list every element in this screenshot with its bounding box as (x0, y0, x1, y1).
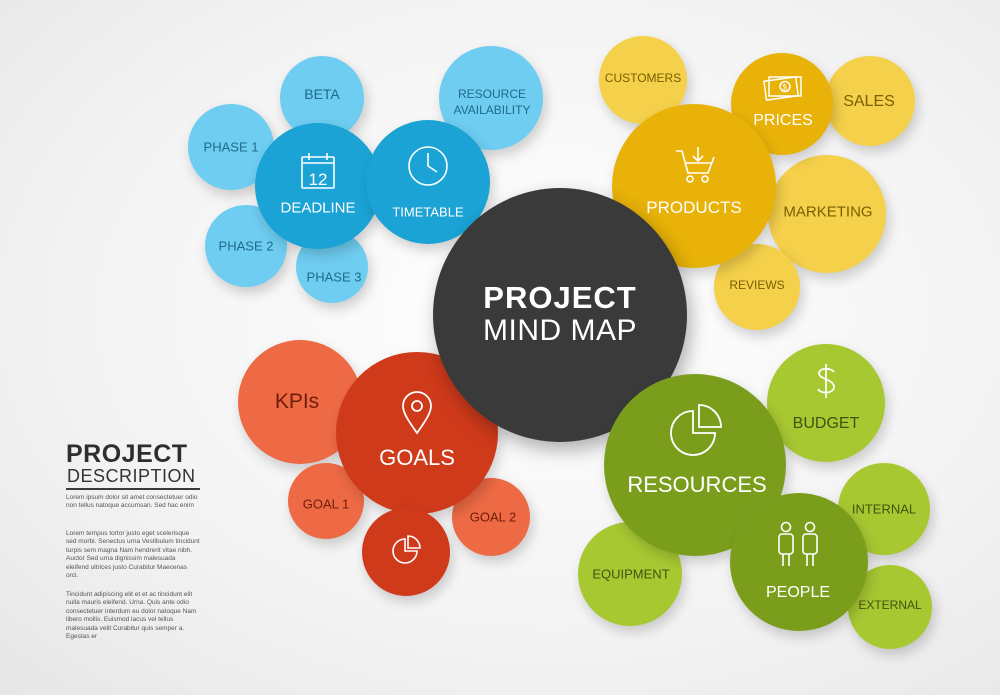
cart-icon (674, 145, 718, 185)
bubble-people (730, 493, 868, 631)
description-paragraph-2: Lorem tempus tortor justo eget scelerisq… (66, 530, 200, 580)
description-divider (66, 488, 200, 490)
calendar-icon (300, 152, 336, 190)
bubble-goals-chart (362, 508, 450, 596)
label-reviews: REVIEWS (729, 278, 785, 292)
label-prices: PRICES (753, 112, 813, 129)
clock-icon (407, 145, 449, 187)
label-phase-3: PHASE 3 (306, 269, 362, 285)
label-budget: BUDGET (792, 415, 860, 432)
label-deadline: DEADLINE (280, 199, 356, 217)
label-timetable: TIMETABLE (392, 204, 464, 220)
label-marketing: MARKETING (783, 203, 873, 221)
label-products: PRODUCTS (646, 198, 742, 217)
deadline-day-label: 12 (308, 170, 328, 189)
people-icon (774, 521, 822, 567)
bubble-sales (825, 56, 915, 146)
svg-text:$: $ (783, 83, 788, 92)
label-resources: RESOURCES (627, 472, 767, 497)
label-equipment: EQUIPMENT (592, 566, 670, 582)
description-subtitle: DESCRIPTION (67, 466, 196, 486)
label-resource-availability-2: AVAILABILITY (453, 103, 531, 117)
bubble-timetable (366, 120, 490, 244)
description-title: PROJECT (66, 440, 188, 468)
money-icon: $ (763, 71, 803, 101)
label-phase-2: PHASE 2 (218, 238, 274, 254)
label-resource-availability-1: RESOURCE (457, 87, 527, 101)
center-title: PROJECT (483, 280, 637, 315)
pie-chart-icon (667, 403, 725, 461)
label-goal-2: GOAL 2 (469, 509, 517, 525)
label-goal-1: GOAL 1 (302, 496, 350, 512)
label-external: EXTERNAL (858, 598, 922, 612)
label-kpis: KPIs (274, 390, 320, 413)
description-paragraph-3: Tincidunt adipiscing elit et et ac tinci… (66, 591, 197, 641)
bubble-budget (767, 344, 885, 462)
label-internal: INTERNAL (851, 501, 917, 517)
description-paragraph-1: Lorem ipsum dolor sit amet consectetuer … (66, 494, 198, 510)
dollar-icon (815, 363, 837, 399)
label-sales: SALES (843, 93, 895, 110)
bubble-marketing (768, 155, 886, 273)
map-pin-icon (401, 391, 433, 435)
pie-chart-icon (391, 535, 421, 565)
label-phase-1: PHASE 1 (203, 139, 259, 155)
label-beta: BETA (304, 86, 340, 102)
bubble-deadline (255, 123, 381, 249)
label-goals: GOALS (379, 445, 455, 470)
label-customers: CUSTOMERS (604, 71, 682, 85)
label-people: PEOPLE (765, 584, 831, 601)
center-subtitle: MIND MAP (483, 314, 637, 347)
